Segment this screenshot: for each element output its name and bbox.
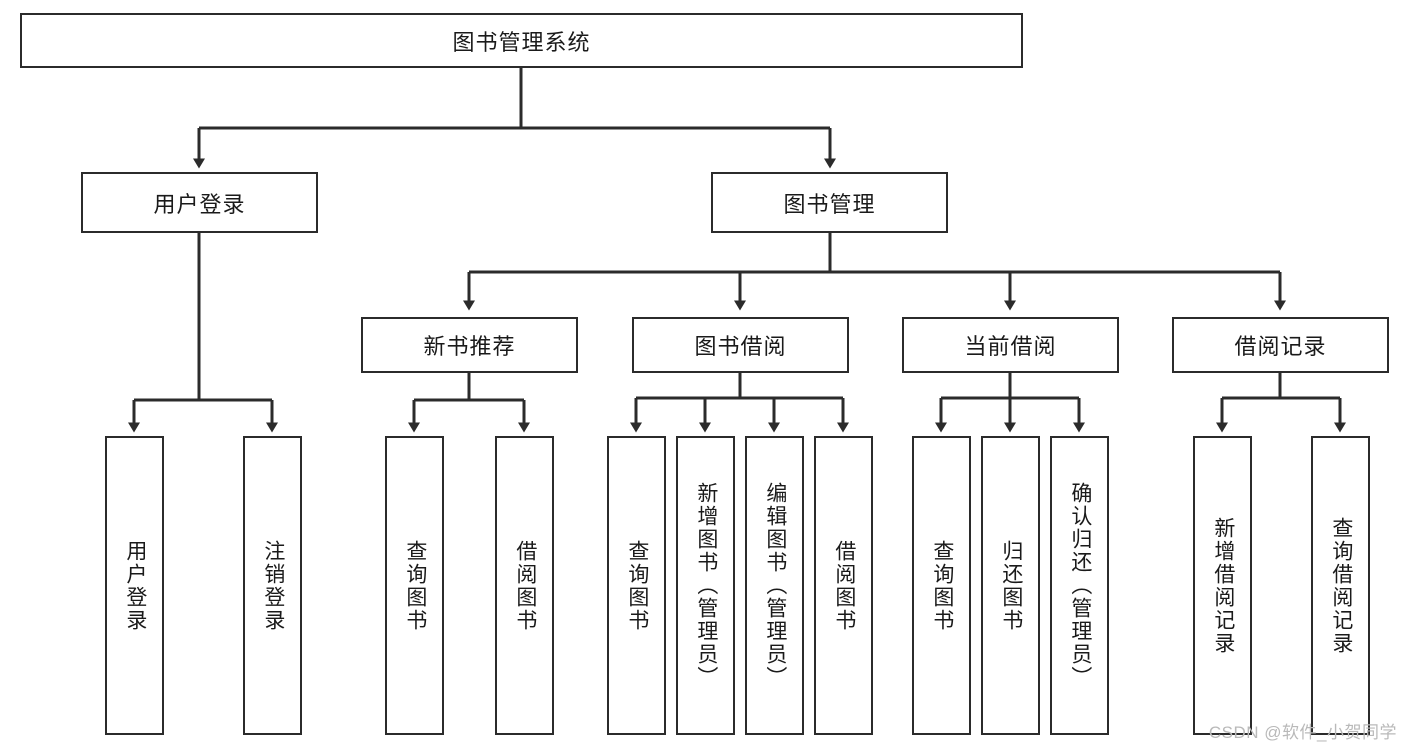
node-label: 图书管理系统 — [452, 29, 591, 55]
node-book-management-system[interactable]: 图书管理系统 — [20, 13, 1023, 68]
csdn-watermark: CSDN @软件_小贺同学 — [1208, 723, 1397, 742]
node-label: 借阅记录 — [1234, 334, 1327, 359]
leaf-add-record[interactable]: 新增借阅记录 — [1193, 436, 1252, 735]
node-label: 借阅图书 — [832, 539, 856, 632]
leaf-query-book-2[interactable]: 查询图书 — [607, 436, 666, 735]
node-label: 当前借阅 — [964, 334, 1057, 359]
node-label: 图书借阅 — [694, 334, 787, 359]
node-label: 新书推荐 — [423, 334, 516, 359]
node-label: 编辑图书（管理员） — [763, 482, 787, 689]
node-label: 查询借阅记录 — [1329, 516, 1353, 655]
leaf-logout-login[interactable]: 注销登录 — [243, 436, 302, 735]
leaf-query-book-1[interactable]: 查询图书 — [385, 436, 444, 735]
leaf-add-book[interactable]: 新增图书（管理员） — [676, 436, 735, 735]
node-label: 查询图书 — [625, 539, 649, 632]
node-label: 查询图书 — [930, 539, 954, 632]
node-label: 用户登录 — [153, 191, 246, 217]
leaf-confirm-return[interactable]: 确认归还（管理员） — [1050, 436, 1109, 735]
node-label: 借阅图书 — [513, 539, 537, 632]
node-book-borrow[interactable]: 图书借阅 — [632, 317, 849, 373]
node-label: 确认归还（管理员） — [1068, 482, 1092, 689]
node-label: 注销登录 — [261, 539, 285, 632]
node-label: 图书管理 — [783, 191, 876, 217]
leaf-borrow-book-2[interactable]: 借阅图书 — [814, 436, 873, 735]
leaf-edit-book[interactable]: 编辑图书（管理员） — [745, 436, 804, 735]
node-label: 新增图书（管理员） — [694, 482, 718, 689]
node-user-login[interactable]: 用户登录 — [81, 172, 318, 233]
node-label: 用户登录 — [123, 539, 147, 632]
node-label: 查询图书 — [403, 539, 427, 632]
node-label: 归还图书 — [999, 539, 1023, 632]
node-current-borrow[interactable]: 当前借阅 — [902, 317, 1119, 373]
leaf-query-record[interactable]: 查询借阅记录 — [1311, 436, 1370, 735]
node-borrow-record[interactable]: 借阅记录 — [1172, 317, 1389, 373]
node-new-book-recommend[interactable]: 新书推荐 — [361, 317, 578, 373]
leaf-borrow-book-1[interactable]: 借阅图书 — [495, 436, 554, 735]
node-label: 新增借阅记录 — [1211, 516, 1235, 655]
node-book-management[interactable]: 图书管理 — [711, 172, 948, 233]
leaf-query-book-3[interactable]: 查询图书 — [912, 436, 971, 735]
leaf-user-login[interactable]: 用户登录 — [105, 436, 164, 735]
leaf-return-book[interactable]: 归还图书 — [981, 436, 1040, 735]
